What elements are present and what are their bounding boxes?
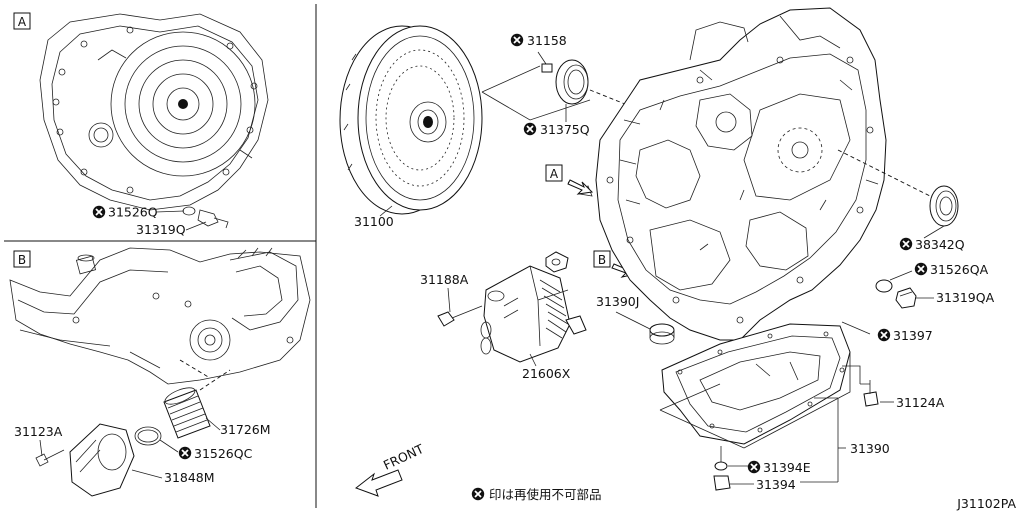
x-circle-icon [746, 459, 762, 475]
x-circle-icon [522, 121, 538, 137]
torque-converter-31100 [339, 25, 483, 215]
front-arrow-icon [354, 469, 403, 497]
x-circle-icon [177, 445, 193, 461]
seal-38342q [929, 185, 959, 227]
inset-b: B [9, 247, 311, 497]
label-31124a: 31124A [896, 395, 945, 410]
label-31188a: 31188A [420, 272, 469, 287]
filter-cover-31848m [69, 423, 135, 497]
ref-a-tag: A [550, 167, 559, 181]
ref-b-box [593, 250, 611, 268]
ref-a-box [545, 164, 563, 182]
oil-pan-31390 [659, 323, 851, 449]
label-31848m: 31848M [164, 470, 215, 485]
label-38342q: 38342Q [915, 237, 965, 252]
label-31319qa: 31319QA [936, 290, 995, 305]
ref-b-tag: B [598, 253, 606, 267]
seal-31375q [555, 59, 589, 105]
front-label: FRONT [381, 441, 426, 473]
label-31123a: 31123A [14, 424, 63, 439]
label-31397: 31397 [893, 328, 933, 343]
label-31319q: 31319Q [136, 222, 186, 237]
label-31526q: 31526Q [108, 205, 158, 220]
x-circle-icon [913, 261, 929, 277]
inset-b-case-drawing [9, 247, 311, 497]
x-circle-icon [91, 204, 107, 220]
inset-a-tag-box [13, 12, 31, 30]
label-31158: 31158 [527, 33, 567, 48]
x-circle-icon [898, 236, 914, 252]
label-31390: 31390 [850, 441, 890, 456]
label-31726m: 31726M [220, 422, 271, 437]
label-31390j: 31390J [596, 294, 639, 309]
transmission-case [595, 7, 887, 341]
legend-note: 印は再使用不可部品 [489, 487, 602, 502]
diagram-code: J31102PA [956, 496, 1016, 511]
inset-b-tag-box [13, 250, 31, 268]
x-circle-icon [470, 486, 486, 502]
main-panel: 31100 31158 31375Q A B [339, 7, 1016, 511]
oil-cooler-21606x [480, 251, 587, 363]
inset-b-tag: B [18, 253, 26, 267]
label-31394: 31394 [756, 477, 796, 492]
x-circle-icon [876, 327, 892, 343]
inset-a-case-drawing [39, 13, 269, 229]
label-21606x: 21606X [522, 366, 571, 381]
label-31100: 31100 [354, 214, 394, 229]
x-circle-icon [509, 32, 525, 48]
label-31526qc: 31526QC [194, 446, 253, 461]
filter-element-31726m [163, 387, 211, 439]
label-31375q: 31375Q [540, 122, 590, 137]
label-31526qa: 31526QA [930, 262, 989, 277]
label-31394e: 31394E [763, 460, 811, 475]
inset-a: A [13, 12, 269, 237]
inset-a-tag: A [18, 15, 27, 29]
